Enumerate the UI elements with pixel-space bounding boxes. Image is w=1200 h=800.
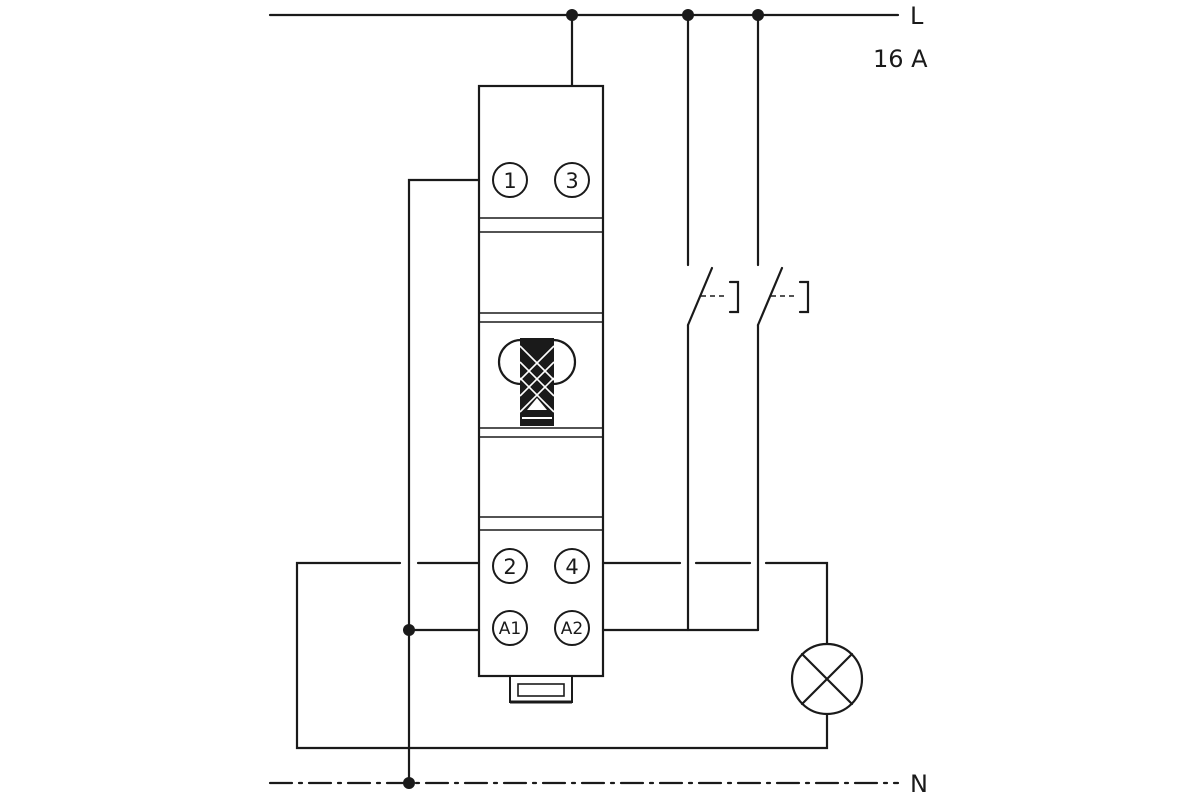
impulse-relay: 1 3 2 4 A1 A2 [477,84,605,704]
rating-label: 16 A [873,45,928,73]
load-return-wire [295,561,829,750]
control-wire-left [407,178,481,785]
terminal-1: 1 [492,162,528,198]
neutral-label: N [910,770,928,798]
svg-text:1: 1 [503,169,516,193]
junction-dot [403,777,415,789]
manual-toggle-knob-icon [497,338,577,426]
terminal-3: 3 [554,162,590,198]
terminal-2: 2 [492,548,528,584]
svg-text:2: 2 [503,555,516,579]
svg-text:3: 3 [565,169,578,193]
din-rail-clip [509,675,573,704]
terminal-a1: A1 [492,610,528,646]
terminal-4: 4 [554,548,590,584]
lamp-cross-icon [790,642,864,716]
pushbutton-switch-icon [756,13,810,632]
svg-text:4: 4 [565,555,578,579]
svg-text:A1: A1 [499,619,521,639]
load-wire [764,561,829,652]
svg-text:A2: A2 [561,619,583,639]
terminal-a2: A2 [554,610,590,646]
pushbutton-switch-icon [686,13,740,632]
phase-label: L [910,2,924,30]
